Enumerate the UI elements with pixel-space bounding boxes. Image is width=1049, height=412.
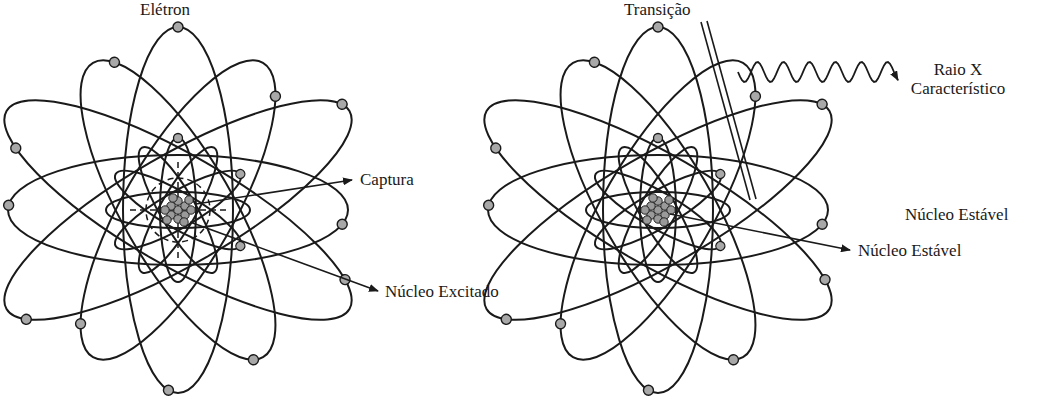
electron-orbit xyxy=(45,35,310,384)
leader-arrow xyxy=(190,222,378,291)
electron xyxy=(489,141,503,155)
label-text: Transição xyxy=(624,0,690,19)
orbit-group xyxy=(123,22,233,395)
orbit-group xyxy=(0,62,379,356)
transition-line xyxy=(707,21,756,199)
electron xyxy=(484,200,494,210)
inner-orbit xyxy=(107,158,250,261)
orbit-group xyxy=(603,22,713,395)
electron xyxy=(234,168,246,180)
electron xyxy=(337,219,347,229)
electron-orbit xyxy=(0,63,377,356)
orbit-group xyxy=(45,35,311,387)
electron xyxy=(653,22,663,32)
electron xyxy=(654,134,663,143)
nucleon xyxy=(185,196,193,204)
electron xyxy=(817,219,827,229)
orbit-group xyxy=(459,63,857,356)
electron xyxy=(749,89,763,103)
electron-orbit xyxy=(525,35,790,384)
electron-orbit xyxy=(525,35,790,384)
electron xyxy=(173,22,183,32)
leader-arrow xyxy=(670,214,850,250)
label-text: Captura xyxy=(360,170,414,189)
nucleon xyxy=(665,196,673,204)
electron-orbit xyxy=(603,27,713,393)
x-ray-wave xyxy=(738,62,898,82)
electron xyxy=(247,353,261,367)
electron xyxy=(74,317,88,331)
electron xyxy=(4,200,14,210)
inner-orbit xyxy=(587,158,730,261)
atom xyxy=(459,22,859,395)
label-text: Núcleo Estável xyxy=(905,205,1008,224)
inner-orbit xyxy=(160,138,196,282)
electron-orbit xyxy=(488,155,828,265)
electron xyxy=(163,385,173,395)
electron xyxy=(554,317,568,331)
electron xyxy=(643,385,653,395)
electron-orbit xyxy=(45,35,310,384)
inner-orbit xyxy=(106,192,250,228)
electron-orbit xyxy=(459,63,857,356)
orbit-group xyxy=(4,155,348,265)
electron-orbit xyxy=(8,155,348,265)
label-text: Raio X Característico xyxy=(902,60,1014,98)
electron xyxy=(714,240,726,252)
orbit-group xyxy=(459,62,859,356)
electron-orbit xyxy=(0,63,377,356)
electron xyxy=(727,353,741,367)
electron-orbit xyxy=(459,63,857,356)
nucleon xyxy=(660,218,668,226)
nucleon xyxy=(649,194,657,202)
nucleon xyxy=(169,194,177,202)
electron xyxy=(335,97,349,111)
atom xyxy=(0,22,379,395)
nucleon xyxy=(163,216,171,224)
electron xyxy=(499,312,513,326)
nucleon xyxy=(667,206,675,214)
inner-orbit xyxy=(606,139,709,282)
label-text: Núcleo Estável xyxy=(858,241,961,260)
nucleon xyxy=(161,206,169,214)
electron xyxy=(174,134,183,143)
label-text: Núcleo Excitado xyxy=(385,282,499,301)
orbit-group xyxy=(0,63,377,356)
electron-orbit xyxy=(123,27,233,393)
electron xyxy=(714,168,726,180)
inner-orbit xyxy=(586,192,730,228)
electron xyxy=(269,89,283,103)
inner-orbit xyxy=(126,139,229,282)
orbit-group xyxy=(45,35,310,384)
orbit-group xyxy=(525,35,791,387)
nucleon xyxy=(641,206,649,214)
electron xyxy=(9,141,23,155)
orbit-group xyxy=(484,155,828,265)
inner-orbit xyxy=(640,138,676,282)
inner-orbit xyxy=(107,158,250,261)
electron xyxy=(108,55,122,69)
label-text: Elétron xyxy=(140,0,190,19)
electron xyxy=(588,55,602,69)
electron xyxy=(19,312,33,326)
nucleon xyxy=(643,216,651,224)
electron xyxy=(815,97,829,111)
nucleon xyxy=(180,218,188,226)
electron xyxy=(818,273,832,287)
leader-arrow xyxy=(196,180,352,204)
inner-orbit xyxy=(587,158,730,261)
inner-orbit xyxy=(606,139,709,282)
inner-orbit xyxy=(126,139,229,282)
nucleon xyxy=(187,206,195,214)
orbit-group xyxy=(525,35,790,384)
transition-line xyxy=(701,22,750,200)
